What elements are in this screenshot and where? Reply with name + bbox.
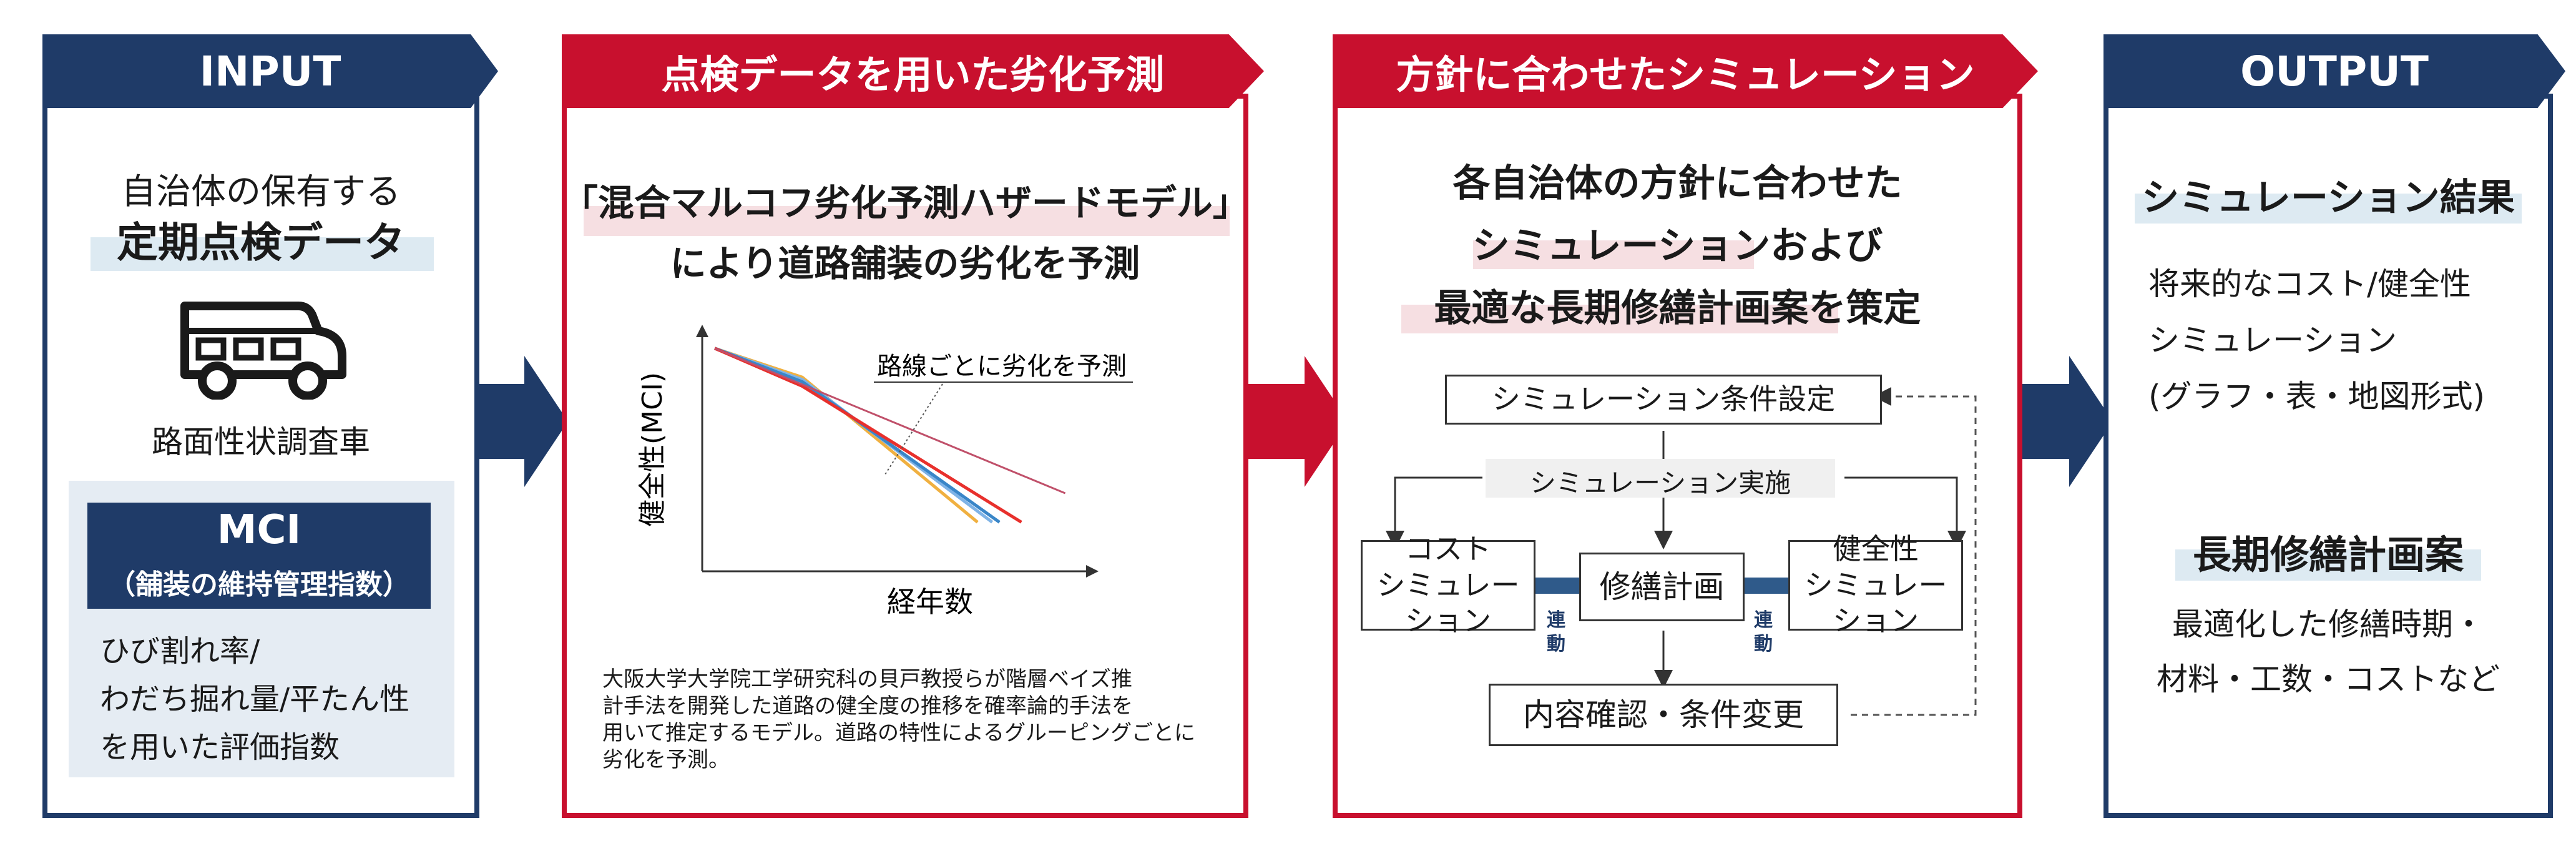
flow-condition-label: シミュレーション条件設定 [1491, 382, 1836, 416]
simulation-header-label: 方針に合わせたシミュレーション [1396, 52, 1975, 97]
sim-flow-connectors [1386, 387, 1977, 716]
mci-desc-2: わだち掘れ量/平たん性 [100, 682, 410, 717]
survey-vehicle-icon [180, 302, 346, 400]
prediction-header: 点検データを用いた劣化予測 [562, 34, 1264, 108]
vehicle-label: 路面性状調査車 [152, 424, 370, 460]
link-right-char1: 連 [1754, 609, 1773, 631]
plan-title: 長期修繕計画案 [2192, 532, 2464, 578]
output-header: OUTPUT [2103, 34, 2565, 108]
model-title: 「混合マルコフ劣化予測ハザードモデル」 [562, 182, 1249, 224]
input-line2-highlight [91, 237, 434, 271]
chart-annotation-leader [884, 383, 943, 475]
link-left-char1: 連 [1547, 609, 1565, 631]
flow-run-box [1486, 459, 1835, 498]
chart-ylabel: 健全性(MCI) [637, 372, 668, 527]
plan-desc-2: 材料・工数・コストなど [2157, 661, 2500, 697]
sim-title-3-highlight [1401, 305, 1838, 333]
plan-desc-1: 最適化した修繕時期・ [2172, 606, 2484, 642]
link-label-right: 連動 [1754, 609, 1773, 656]
model-desc-3: 用いて推定するモデル。道路の特性によるグルーピングごとに [602, 721, 1195, 745]
model-title-highlight [584, 206, 1230, 236]
input-header-label: INPUT [199, 47, 341, 96]
mci-title-box [87, 503, 431, 609]
chart-series-line-5 [714, 347, 1066, 494]
input-line1: 自治体の保有する [121, 172, 401, 212]
flow-run-label: シミュレーション実施 [1529, 468, 1791, 498]
model-desc-2: 計手法を開発した道路の健全度の推移を確率論的手法を [602, 694, 1133, 719]
input-line2: 定期点検データ [117, 219, 405, 267]
link-left-char2: 動 [1547, 632, 1565, 655]
sim-title-2-highlight [1473, 240, 1754, 269]
sim-title-3: 最適な長期修繕計画案を策定 [1434, 287, 1921, 330]
model-desc-1: 大阪大学大学院工学研究科の貝戸教授らが階層ベイズ推 [602, 667, 1132, 692]
flow-confirm-label: 内容確認・条件変更 [1523, 696, 1804, 733]
flow-repair-label: 修繕計画 [1599, 568, 1725, 605]
link-right-char2: 動 [1754, 632, 1773, 655]
flow-health-line1: 健全性 [1833, 532, 1919, 566]
link-bar-left [1535, 578, 1582, 594]
simulation-header: 方針に合わせたシミュレーション [1333, 34, 2038, 108]
output-header-label: OUTPUT [2240, 47, 2429, 96]
model-subtitle: により道路舗装の劣化を予測 [670, 242, 1140, 285]
chart-x-axis-arrowhead [1086, 565, 1099, 578]
link-bar-right [1745, 578, 1791, 594]
flow-arrow-3 [2007, 356, 2113, 487]
result-title: シミュレーション結果 [2142, 176, 2515, 220]
mci-subtitle: （舗装の維持管理指数） [108, 569, 410, 601]
sim-title-1: 各自治体の方針に合わせた [1452, 162, 1903, 205]
flow-arrow-1 [462, 356, 568, 487]
prediction-header-label: 点検データを用いた劣化予測 [661, 52, 1165, 97]
flow-confirm-box: 内容確認・条件変更 [1489, 684, 1838, 746]
link-label-left: 連動 [1547, 609, 1565, 656]
mci-desc-1: ひび割れ率/ [100, 634, 260, 669]
result-desc-2: シミュレーション [2148, 322, 2397, 358]
mci-desc-3: を用いた評価指数 [100, 730, 340, 765]
chart-xlabel: 経年数 [887, 585, 973, 619]
flow-cost-line2: シミュレーション [1376, 568, 1520, 638]
flow-arrow-2 [1242, 356, 1348, 487]
result-desc-3: (グラフ・表・地図形式) [2148, 378, 2485, 415]
plan-title-highlight [2175, 549, 2481, 581]
chart-y-axis-arrowhead [696, 325, 708, 337]
result-title-highlight [2135, 194, 2522, 224]
chart-annotation: 路線ごとに劣化を予測 [877, 352, 1127, 381]
mci-title: MCI [217, 507, 301, 553]
flow-condition-box: シミュレーション条件設定 [1445, 375, 1882, 425]
flow-health-line2: シミュレーション [1804, 568, 1947, 638]
degradation-chart: 健全性(MCI) 経年数 路線ごとに劣化を予測 [637, 325, 1133, 619]
model-desc-4: 劣化を予測。 [602, 747, 730, 772]
flow-cost-line1: コスト [1405, 532, 1491, 566]
result-desc-1: 将来的なコスト/健全性 [2148, 266, 2471, 302]
input-header: INPUT [42, 34, 498, 108]
sim-title-2: シミュレーションおよび [1472, 224, 1883, 268]
flow-cost-box: コストシミュレーション [1361, 532, 1535, 637]
flow-repair-box: 修繕計画 [1579, 553, 1745, 621]
flow-health-box: 健全性シミュレーション [1788, 532, 1963, 637]
